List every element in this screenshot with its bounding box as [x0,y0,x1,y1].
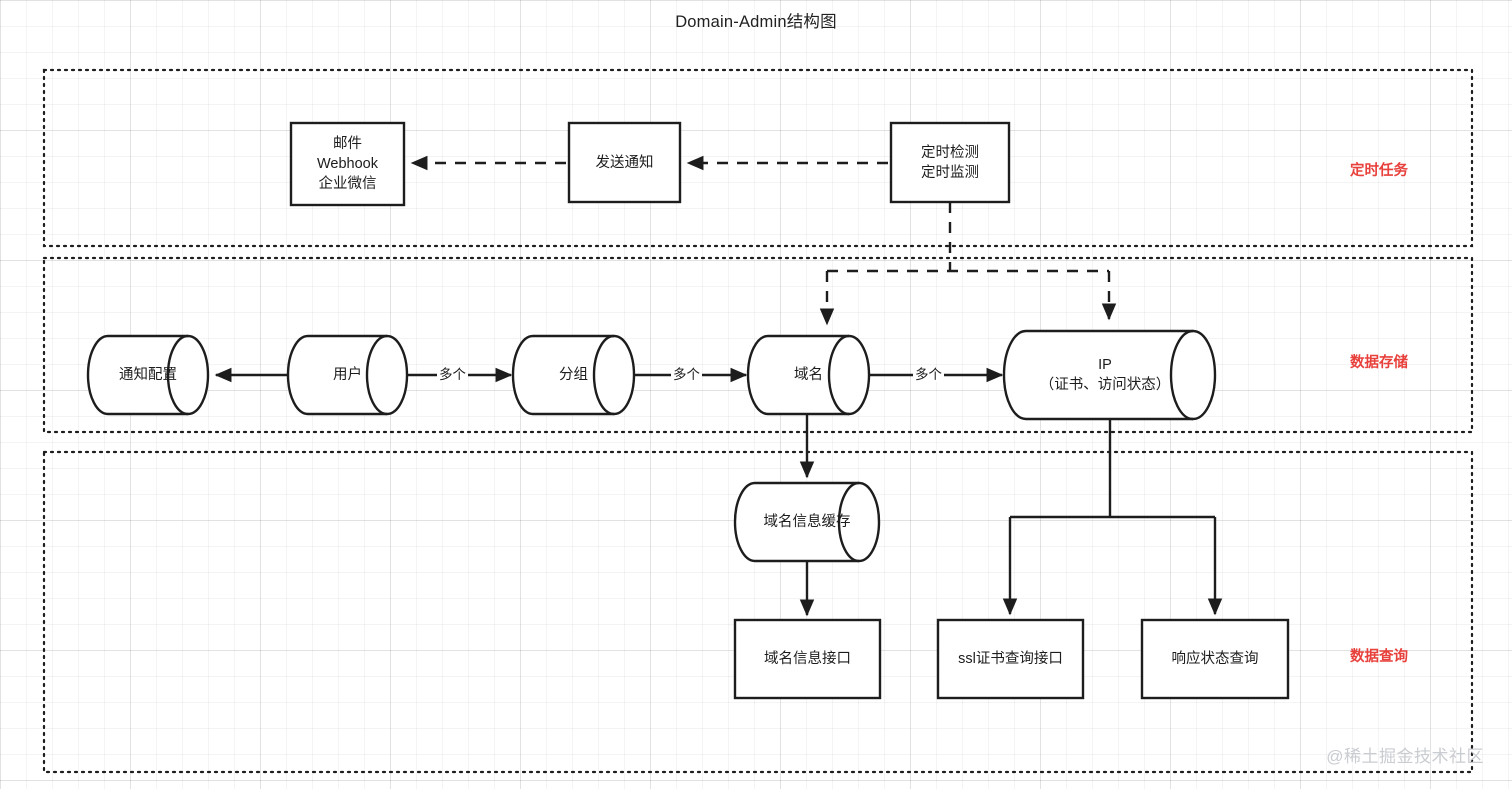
node-user[interactable] [286,334,409,416]
node-scheduled-check[interactable] [889,121,1011,204]
edge-label-group-to-domain: 多个 [671,367,702,382]
section-label-data-storage: 数据存储 [1350,355,1408,371]
node-ssl-cert-api[interactable] [936,618,1085,700]
section-frame-data-query [42,450,1474,774]
section-label-scheduled-task: 定时任务 [1350,163,1408,179]
node-resp-status-query[interactable] [1140,618,1290,700]
node-send-notify[interactable] [567,121,682,204]
section-frame-data-storage [42,256,1474,434]
edge-label-user-to-group: 多个 [437,367,468,382]
node-group[interactable] [511,334,636,416]
edge-scheduled-check-branch [819,202,1117,326]
page-title: Domain-Admin结构图 [675,13,837,31]
section-frame-scheduled-task [42,68,1474,248]
watermark: @稀土掘金技术社区 [1326,747,1484,766]
edge-ip-to-query-apis [1002,419,1223,616]
edge-label-domain-to-ip: 多个 [913,367,944,382]
node-domain-info-cache[interactable] [733,481,881,563]
node-mail-webhook-wecom[interactable] [289,121,406,207]
node-domain[interactable] [746,334,871,416]
node-ip-cert-status[interactable] [1002,329,1217,421]
section-label-data-query: 数据查询 [1350,649,1408,665]
node-notify-config[interactable] [86,334,210,416]
node-domain-info-api[interactable] [733,618,882,700]
